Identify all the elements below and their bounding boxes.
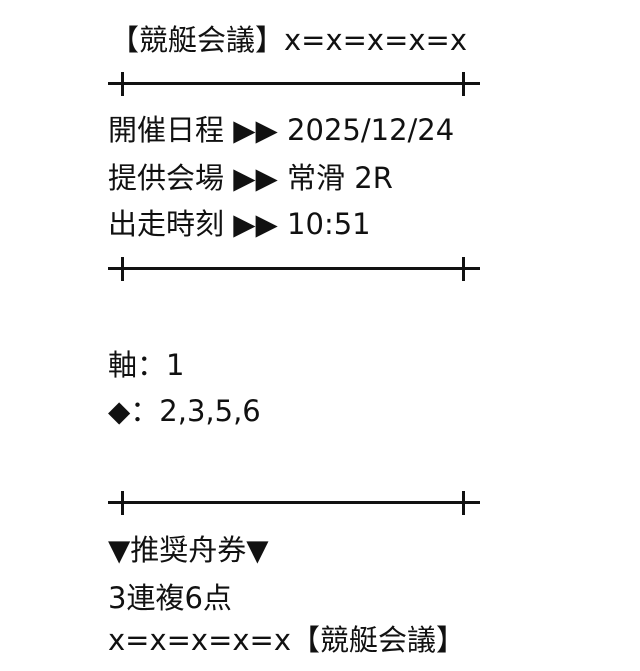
header-title: 【競艇会議】x=x=x=x=x: [110, 23, 468, 57]
recommend-heading: ▼推奨舟券▼: [108, 533, 269, 567]
divider: [108, 72, 480, 96]
event-date: 開催日程 ▶▶ 2025/12/24: [108, 113, 455, 147]
recommend-bet: 3連複6点: [108, 581, 232, 615]
axis-pick: 軸：1: [108, 348, 185, 382]
divider: [108, 257, 480, 281]
venue: 提供会場 ▶▶ 常滑 2R: [108, 161, 393, 195]
footer-text: x=x=x=x=x【競艇会議】: [108, 623, 466, 657]
other-picks: ◆：2,3,5,6: [108, 394, 261, 428]
divider: [108, 491, 480, 515]
start-time: 出走時刻 ▶▶ 10:51: [108, 207, 371, 241]
